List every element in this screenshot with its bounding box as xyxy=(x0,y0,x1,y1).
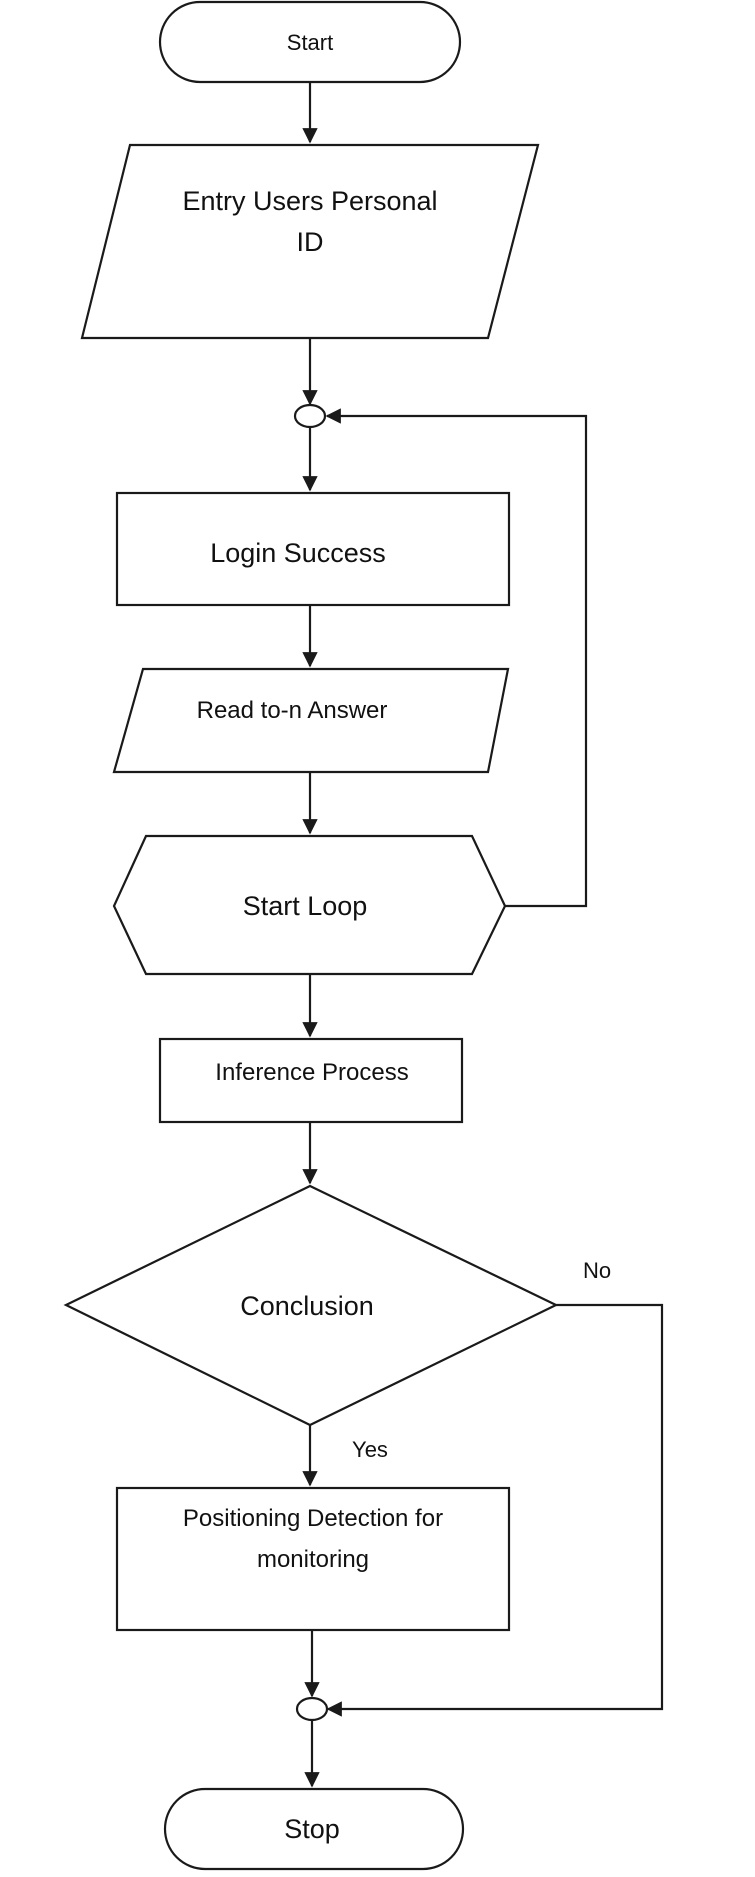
merge-junction-connector xyxy=(295,1696,329,1722)
no-branch-connector xyxy=(326,1303,664,1717)
entry-label-line1: Entry Users Personal xyxy=(182,186,437,216)
loop-junction-connector xyxy=(293,403,327,429)
stop-label: Stop xyxy=(284,1814,340,1844)
positioning-detection-process xyxy=(115,1486,511,1632)
entry-users-personal-id-input xyxy=(80,143,540,340)
start-loop-label: Start Loop xyxy=(243,891,368,921)
inference-label: Inference Process xyxy=(215,1059,408,1086)
start-label: Start xyxy=(287,30,333,55)
login-success-process xyxy=(115,491,511,607)
start-loop-preparation xyxy=(112,834,507,976)
positioning-label-line1: Positioning Detection for xyxy=(183,1505,443,1532)
login-label: Login Success xyxy=(210,538,386,568)
no-branch-label: No xyxy=(583,1258,611,1283)
stop-terminator xyxy=(163,1787,465,1871)
read-answer-input xyxy=(112,667,510,774)
yes-branch-label: Yes xyxy=(352,1437,388,1462)
loop-back-connector xyxy=(325,408,588,908)
positioning-label-line2: monitoring xyxy=(257,1546,369,1573)
entry-label-line2: ID xyxy=(297,227,324,257)
read-answer-label: Read to-n Answer xyxy=(197,697,388,724)
conclusion-label: Conclusion xyxy=(240,1291,374,1321)
inference-process xyxy=(158,1037,464,1124)
